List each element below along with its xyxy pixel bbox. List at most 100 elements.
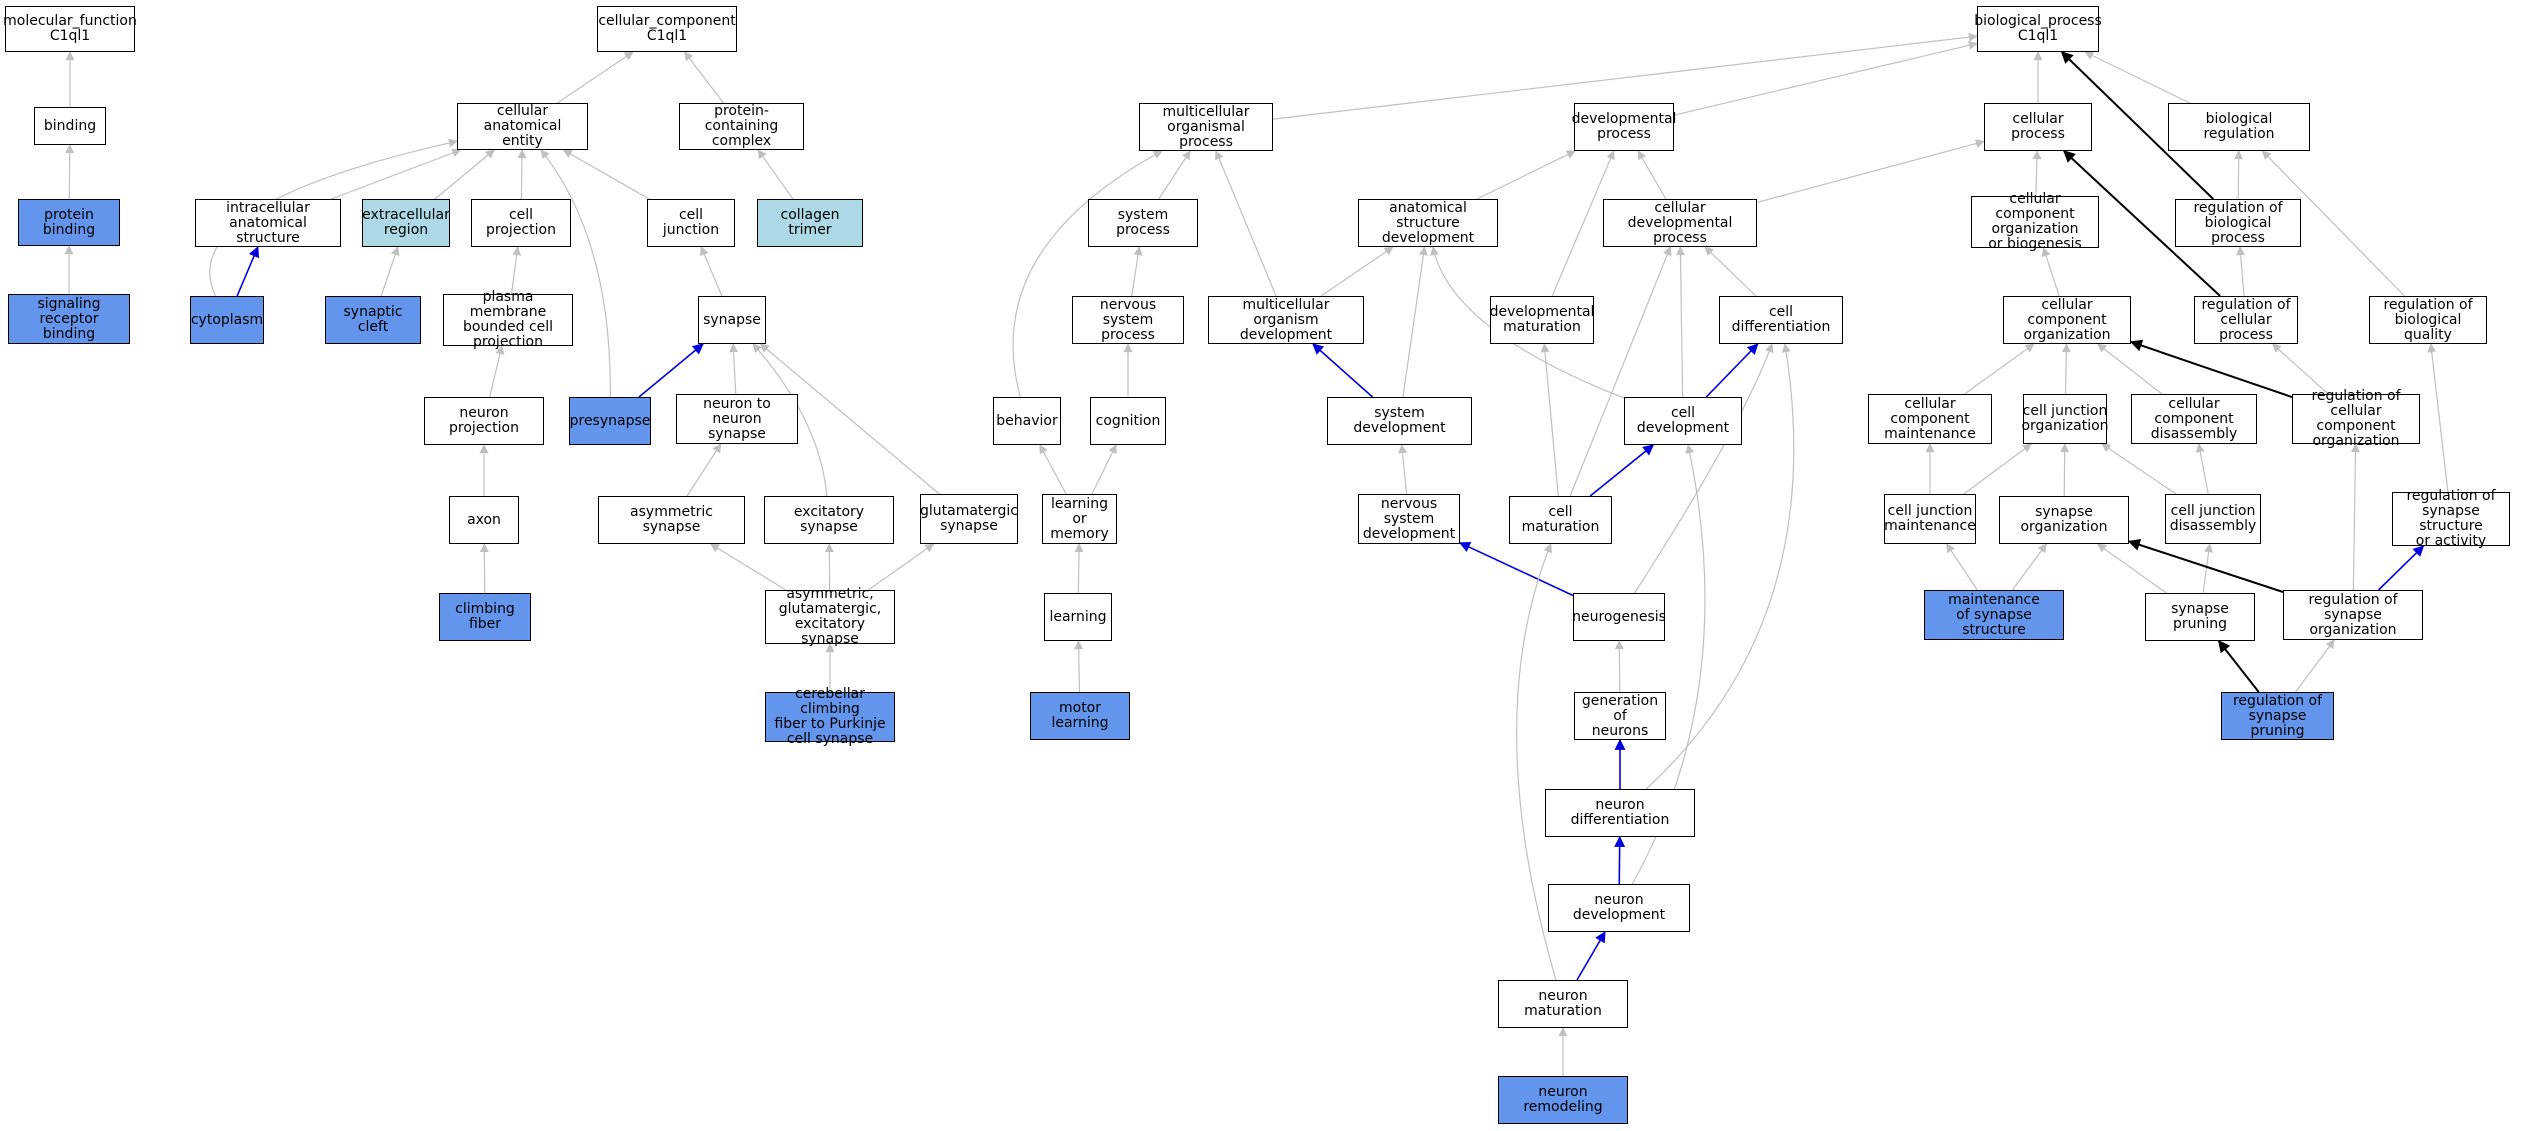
edge-agesyn-to-glusyn	[867, 543, 935, 591]
edge-mod-to-mop	[1214, 150, 1277, 297]
node-protbind: protein binding	[18, 199, 120, 246]
edge-neurogen-to-nsd	[1459, 542, 1574, 597]
edge-presyn-to-cae	[540, 149, 611, 398]
edge-pmbcp-to-cproj	[510, 246, 522, 295]
edge-learning-to-lm	[1074, 543, 1084, 594]
edge-rcp-to-rbp	[2236, 246, 2246, 297]
node-asd: anatomical structure development	[1358, 199, 1498, 247]
edge-cco-to-ccob	[2041, 247, 2060, 297]
node-sysdev: system development	[1327, 397, 1472, 445]
node-cytoplasm: cytoplasm	[190, 296, 264, 344]
node-ccm: cellular component maintenance	[1868, 394, 1992, 444]
node-cdp: cellular developmental process	[1603, 199, 1757, 247]
node-syncleft: synaptic cleft	[325, 296, 421, 344]
edge-glusyn-to-synapse	[759, 343, 940, 495]
node-devmat: developmental maturation	[1490, 296, 1594, 344]
node-neudiff: neuron differentiation	[1545, 789, 1695, 837]
edge-coltrim-to-pcc	[757, 149, 794, 200]
node-ccd: cellular component disassembly	[2131, 394, 2257, 444]
edge-cellmat-to-cdp	[1569, 246, 1672, 497]
node-neudev: neuron development	[1548, 884, 1690, 932]
edge-rso-to-rcco	[2350, 443, 2360, 591]
node-cfpc: cerebellar climbing fiber to Purkinje ce…	[765, 687, 895, 747]
node-mss: maintenance of synapse structure	[1924, 590, 2064, 640]
edge-mss-to-synorg	[2011, 543, 2047, 591]
edge-nsd-to-sysdev	[1398, 444, 1408, 495]
edge-ccob-to-cellp	[2032, 150, 2042, 197]
node-synprune: synapse pruning	[2145, 593, 2255, 641]
edge-rcp-to-cellp	[2062, 150, 2221, 297]
node-cjm: cell junction maintenance	[1884, 494, 1976, 544]
node-asymsyn: asymmetric synapse	[598, 496, 745, 544]
edge-cjunc-to-cae	[562, 149, 650, 200]
node-lm: learning or memory	[1042, 494, 1117, 544]
node-pcc: protein-containing complex	[679, 103, 804, 150]
edge-cdp-to-cellp	[1756, 139, 1985, 203]
edge-rsp-to-synprune	[2218, 640, 2260, 693]
node-cellp: cellular process	[1984, 103, 2092, 151]
edge-cjd-to-ccd	[2195, 443, 2209, 495]
edge-bioreg-to-bp	[2084, 51, 2191, 104]
edge-synprune-to-synorg	[2096, 543, 2167, 594]
node-climb: climbing fiber	[439, 593, 531, 641]
node-n2n: neuron to neuron synapse	[676, 394, 798, 444]
node-synapse: synapse	[698, 296, 766, 344]
node-cproj: cell projection	[471, 199, 571, 247]
edge-devp-to-bp	[1673, 40, 1978, 116]
node-cco: cellular component organization	[2003, 296, 2131, 344]
node-rcp: regulation of cellular process	[2194, 296, 2298, 344]
edge-cjm-to-cjo	[1963, 443, 2032, 495]
edge-rbp-to-bp	[2060, 51, 2214, 200]
node-mop: multicellular organismal process	[1139, 103, 1273, 151]
edge-presyn-to-synapse	[638, 343, 704, 398]
node-rsp: regulation of synapse pruning	[2221, 692, 2334, 740]
edge-sysp-to-mop	[1158, 150, 1191, 200]
edge-pcc-to-cc	[684, 51, 725, 104]
edge-cdp-to-devp	[1637, 150, 1667, 200]
edge-syncleft-to-ecr	[380, 246, 400, 297]
node-rso: regulation of synapse organization	[2283, 590, 2423, 640]
edge-rsp-to-rso	[2294, 639, 2335, 693]
node-learning: learning	[1044, 593, 1112, 641]
edge-cjo-to-cco	[2061, 343, 2071, 395]
edge-synprune-to-cjd	[2202, 543, 2214, 594]
node-nsp: nervous system process	[1072, 296, 1184, 344]
edge-nproj-to-pmbcp	[489, 345, 505, 398]
edge-protbind-to-binding	[65, 144, 75, 200]
node-cc: cellular_component C1ql1	[597, 6, 737, 52]
edge-synapse-to-cjunc	[700, 246, 723, 297]
edge-genneu-to-neurogen	[1614, 640, 1624, 693]
node-glusyn: glutamatergic synapse	[920, 494, 1018, 544]
edge-climb-to-axon	[479, 543, 489, 594]
node-rcco: regulation of cellular component organiz…	[2292, 389, 2420, 449]
edge-cdiff-to-cdp	[1704, 246, 1757, 297]
edge-neumat-to-neudev	[1576, 931, 1606, 981]
edge-neumat-to-cellmat	[1516, 543, 1557, 981]
edge-celldev-to-cdiff	[1705, 343, 1759, 398]
node-mod: multicellular organism development	[1208, 296, 1364, 344]
node-nproj: neuron projection	[424, 397, 544, 445]
edge-lm-to-behavior	[1039, 444, 1067, 495]
node-devp: developmental process	[1572, 103, 1676, 151]
node-rbp: regulation of biological process	[2175, 199, 2301, 247]
node-presyn: presynapse	[569, 397, 651, 445]
edge-cproj-to-cae	[517, 149, 527, 200]
edge-synorg-to-cjo	[2060, 443, 2070, 497]
edge-celldev-to-cdp	[1675, 246, 1685, 398]
node-synorg: synapse organization	[1999, 496, 2129, 544]
node-cjd: cell junction disassembly	[2165, 494, 2261, 544]
node-agesyn: asymmetric, glutamatergic, excitatory sy…	[765, 587, 895, 647]
node-rbq: regulation of biological quality	[2369, 296, 2487, 344]
edge-rcco-to-cco	[2129, 339, 2293, 399]
node-neurogen: neurogenesis	[1572, 593, 1666, 641]
edge-asd-to-devp	[1476, 150, 1576, 200]
edge-rssa-to-rbq	[2427, 343, 2449, 493]
edge-rcco-to-rcp	[2272, 343, 2329, 395]
node-rssa: regulation of synapse structure or activ…	[2392, 489, 2510, 549]
node-celldev: cell development	[1624, 397, 1742, 445]
edge-ecr-to-cae	[434, 149, 495, 200]
edge-mss-to-cjm	[1946, 543, 1978, 591]
edge-cytoplasm-to-ias	[236, 245, 260, 297]
edge-sysdev-to-mod	[1312, 343, 1374, 398]
